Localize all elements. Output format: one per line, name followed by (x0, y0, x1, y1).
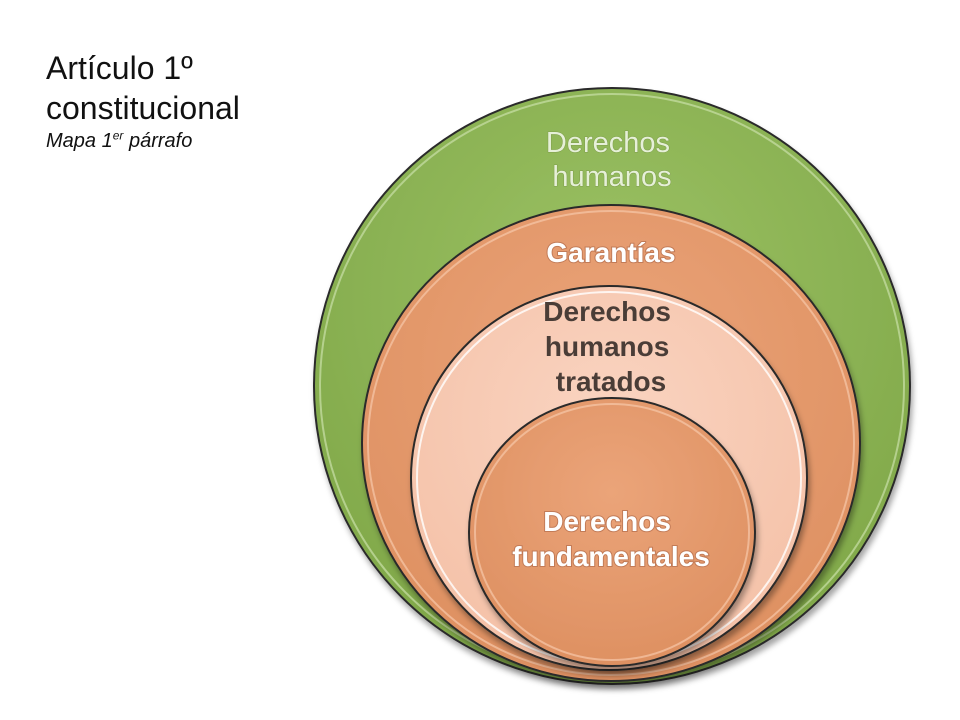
label-fundamentales-line-1: Derechos (543, 506, 671, 537)
label-garantias-line-1: Garantías (546, 237, 675, 268)
slide-title-line-1: Artículo 1º (46, 50, 193, 86)
slide-subtitle: Mapa 1er párrafo (46, 128, 240, 154)
label-fundamentales-line-2: fundamentales (512, 541, 710, 572)
label-derechos-fundamentales: Derechos fundamentales (512, 506, 710, 572)
subtitle-suffix: párrafo (123, 130, 193, 152)
slide-title-line-2: constitucional (46, 90, 240, 126)
label-derechos-humanos: Derechos humanos (546, 127, 678, 193)
label-tratados-line-2: humanos (545, 331, 669, 362)
label-derechos-humanos-line-1: Derechos (546, 127, 670, 159)
label-derechos-humanos-line-2: humanos (552, 161, 671, 193)
subtitle-prefix: Mapa 1 (46, 130, 113, 152)
label-derechos-humanos-tratados: Derechos humanos tratados (543, 296, 678, 397)
title-block: Artículo 1º constitucional Mapa 1er párr… (46, 48, 240, 154)
label-garantias: Garantías (546, 237, 675, 268)
label-tratados-line-1: Derechos (543, 296, 671, 327)
circle-garantias-highlight (367, 210, 855, 676)
subtitle-superscript: er (112, 128, 124, 143)
label-tratados-line-3: tratados (556, 366, 666, 397)
circle-derechos-fundamentales-highlight (474, 403, 750, 661)
circle-derechos-fundamentales (468, 397, 756, 667)
